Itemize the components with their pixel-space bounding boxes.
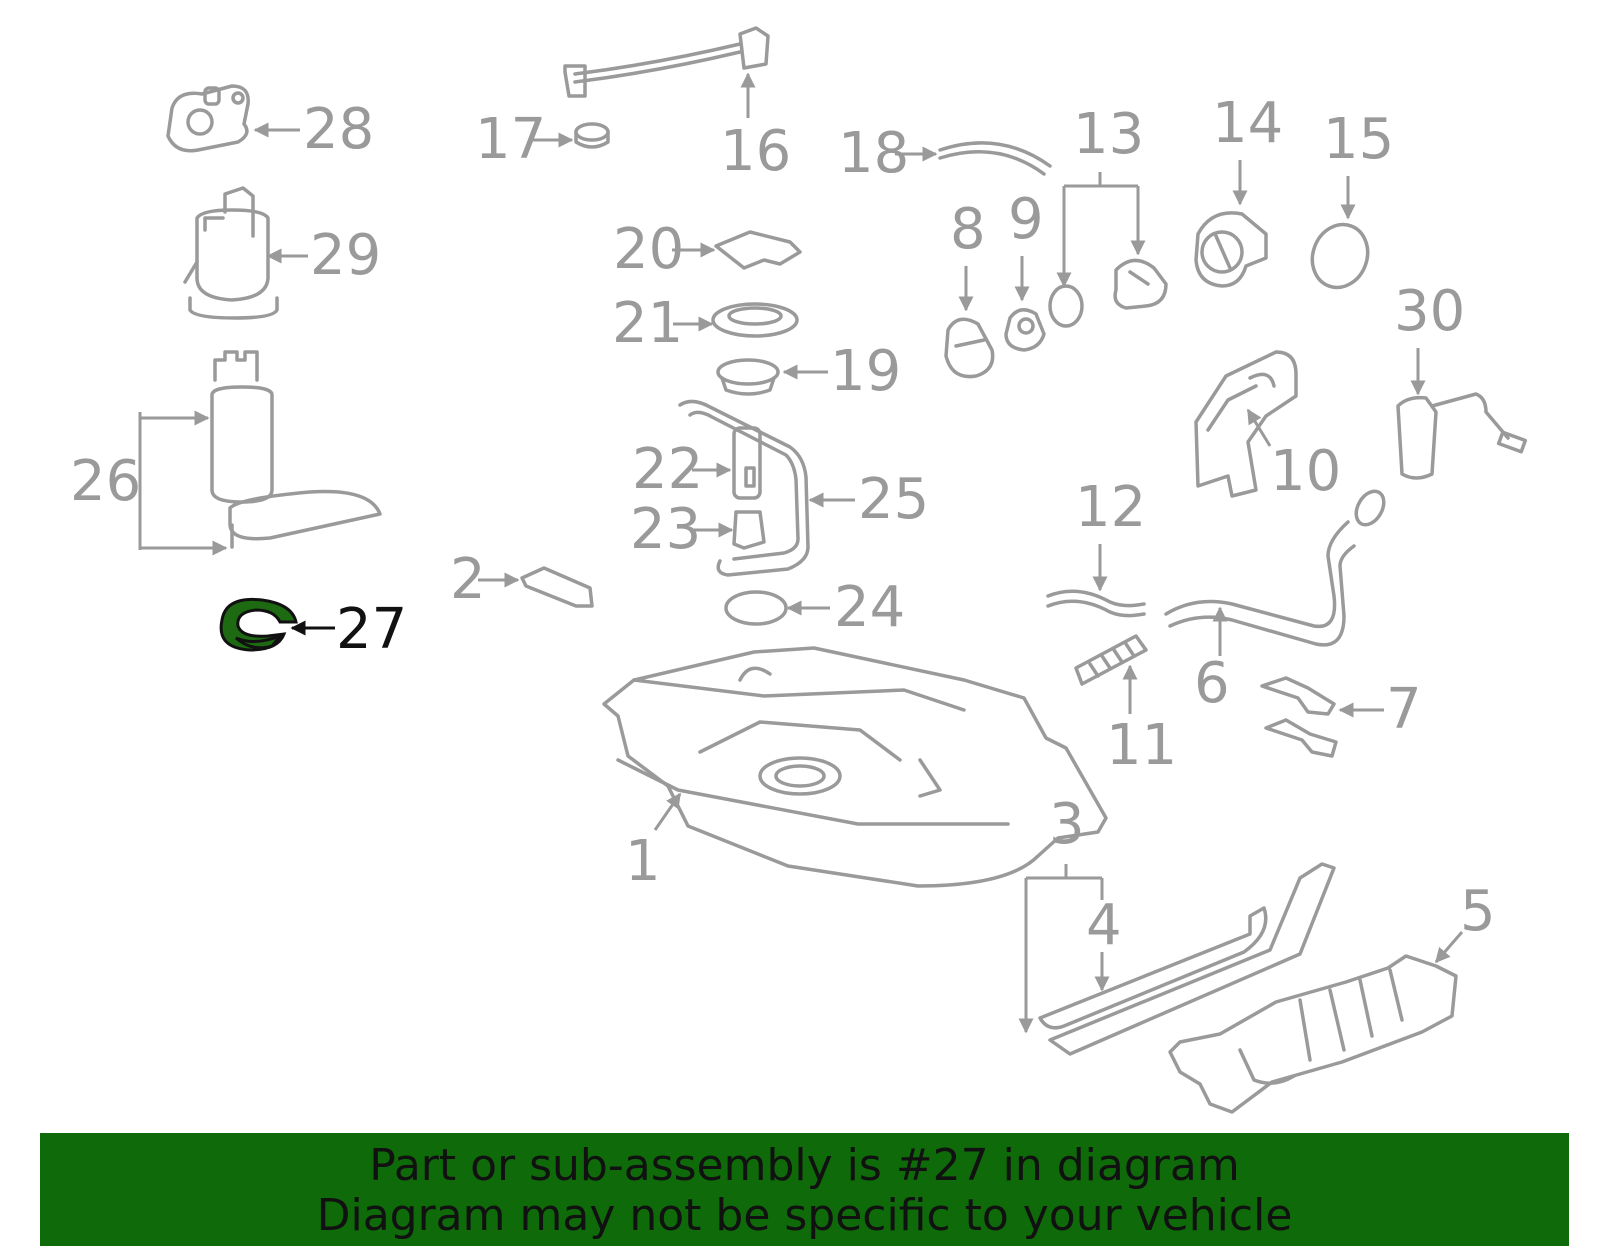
- callout-26[interactable]: 26: [70, 449, 141, 514]
- part-24-gasket[interactable]: [724, 590, 788, 626]
- banner-line-1: Part or sub-assembly is #27 in diagram: [369, 1140, 1240, 1191]
- leader-1: [653, 792, 682, 831]
- part-4-strap[interactable]: [1038, 862, 1336, 1056]
- part-5-heat-shield[interactable]: [1168, 954, 1458, 1114]
- callout-16[interactable]: 16: [720, 119, 791, 184]
- callout-23[interactable]: 23: [630, 497, 701, 562]
- part-18-hose[interactable]: [938, 141, 1052, 176]
- part-10-protector[interactable]: [1194, 350, 1298, 498]
- part-17-grommet[interactable]: [574, 122, 610, 149]
- callout-19[interactable]: 19: [830, 339, 901, 404]
- part-19-cap[interactable]: [716, 358, 780, 396]
- callout-3[interactable]: 3: [1049, 792, 1085, 857]
- callout-12[interactable]: 12: [1075, 475, 1146, 540]
- callout-25[interactable]: 25: [858, 467, 929, 532]
- part-30-vent-valve[interactable]: [1396, 392, 1528, 480]
- callout-27[interactable]: 27: [336, 597, 407, 662]
- callout-22[interactable]: 22: [632, 437, 703, 502]
- leader-10: [1246, 408, 1272, 447]
- callout-28[interactable]: 28: [303, 97, 374, 162]
- callout-17[interactable]: 17: [475, 107, 546, 172]
- part-22-sender[interactable]: [732, 426, 762, 500]
- callout-10[interactable]: 10: [1270, 439, 1341, 504]
- part-28-bracket[interactable]: [166, 84, 250, 153]
- callout-13[interactable]: 13: [1073, 102, 1144, 167]
- callout-1[interactable]: 1: [625, 829, 661, 894]
- part-1-fuel-tank[interactable]: [602, 646, 1108, 888]
- part-12-hose[interactable]: [1046, 589, 1146, 618]
- callout-7[interactable]: 7: [1386, 677, 1422, 742]
- part-23-clip[interactable]: [732, 510, 766, 550]
- callout-14[interactable]: 14: [1212, 91, 1283, 156]
- part-8-filler-cap[interactable]: [944, 317, 995, 379]
- part-6-filler-pipe[interactable]: [1164, 486, 1389, 647]
- part-13-cap-and-ring[interactable]: [1048, 258, 1168, 328]
- part-2-strap[interactable]: [520, 566, 594, 608]
- part-16-tube[interactable]: [563, 26, 770, 98]
- part-11-bellows-hose[interactable]: [1074, 634, 1148, 686]
- callout-11[interactable]: 11: [1106, 713, 1177, 778]
- part-9-seal[interactable]: [1004, 308, 1046, 352]
- banner-line-2: Diagram may not be specific to your vehi…: [316, 1190, 1293, 1241]
- part-25-frame[interactable]: [678, 399, 810, 577]
- part-21-retainer[interactable]: [711, 302, 799, 338]
- part-15-ring[interactable]: [1304, 217, 1377, 296]
- callout-18[interactable]: 18: [838, 121, 909, 186]
- callout-5[interactable]: 5: [1460, 879, 1496, 944]
- callout-9[interactable]: 9: [1008, 187, 1044, 252]
- part-26-fuel-pump[interactable]: [210, 350, 382, 549]
- callout-4[interactable]: 4: [1086, 893, 1122, 958]
- part-14-filler-housing[interactable]: [1194, 211, 1268, 288]
- leader-5: [1434, 931, 1464, 964]
- callout-24[interactable]: 24: [834, 575, 905, 640]
- callout-30[interactable]: 30: [1394, 279, 1465, 344]
- callout-6[interactable]: 6: [1194, 651, 1230, 716]
- callout-15[interactable]: 15: [1323, 107, 1394, 172]
- callout-8[interactable]: 8: [950, 197, 986, 262]
- part-20-plate[interactable]: [714, 230, 802, 270]
- part-7-brackets[interactable]: [1260, 676, 1338, 758]
- callout-21[interactable]: 21: [612, 291, 683, 356]
- callout-29[interactable]: 29: [310, 223, 381, 288]
- callout-2[interactable]: 2: [450, 547, 486, 612]
- notice-banner: Part or sub-assembly is #27 in diagram D…: [40, 1133, 1569, 1246]
- callout-20[interactable]: 20: [613, 217, 684, 282]
- parts-diagram: 28 29 26 27 16 17: [70, 26, 1528, 1114]
- part-29-pump-housing[interactable]: [183, 186, 279, 320]
- part-27-highlighted-clip[interactable]: [219, 597, 298, 652]
